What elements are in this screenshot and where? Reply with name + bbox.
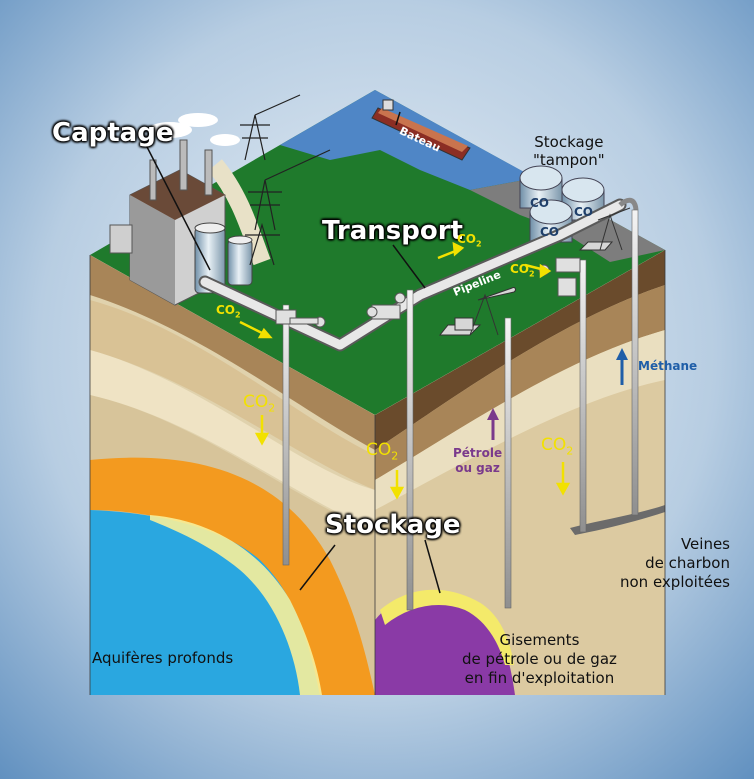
co2-label-right: CO2 [541,435,574,458]
tank-label-1: CO [530,196,550,210]
co2-flow-label-3: CO2 [510,262,535,279]
extraction-arrows [487,348,628,440]
stockage-tampon-line1: Stockage [534,133,604,151]
veines-line1: Veines [680,535,730,553]
leader-lines [144,111,441,594]
co2-label-middle: CO2 [366,440,399,463]
co2-label-left: CO2 [243,392,276,415]
veines-line3: non exploitées [620,573,730,591]
wells [275,209,639,611]
stockage-tampon-label: Stockage "tampon" [533,133,605,169]
petrole-line1: Pétrole [453,446,503,460]
aquiferes-label: Aquifères profonds [92,649,234,667]
co2-injection-arrows [254,415,571,500]
gisements-line3: en fin d'exploitation [464,669,615,687]
co2-flow-label-1: CO2 [216,303,241,320]
gisements-line2: de pétrole ou de gaz [462,650,617,668]
transport-label: Transport [322,216,463,246]
pylons [240,94,331,266]
tank-label-3: CO [540,225,560,239]
co2-flow-label-2: CO2 [457,232,482,249]
pumpjacks [438,207,631,336]
stockage-tampon-line2: "tampon" [533,151,605,169]
methane-label: Méthane [638,359,698,373]
tank-label-2: CO [574,205,594,219]
cube-edges [89,250,666,695]
gisements-label: Gisements de pétrole ou de gaz en fin d'… [462,631,617,688]
veines-line2: de charbon [645,554,730,572]
petrole-line2: ou gaz [455,461,500,475]
captage-label: Captage [52,118,174,148]
co2-flow-arrows [239,241,552,339]
left-face-strata [90,255,375,695]
stockage-label: Stockage [325,510,461,540]
veines-label: Veines de charbon non exploitées [620,535,730,592]
gisements-line1: Gisements [499,631,580,649]
petrole-label: Pétrole ou gaz [453,446,502,476]
